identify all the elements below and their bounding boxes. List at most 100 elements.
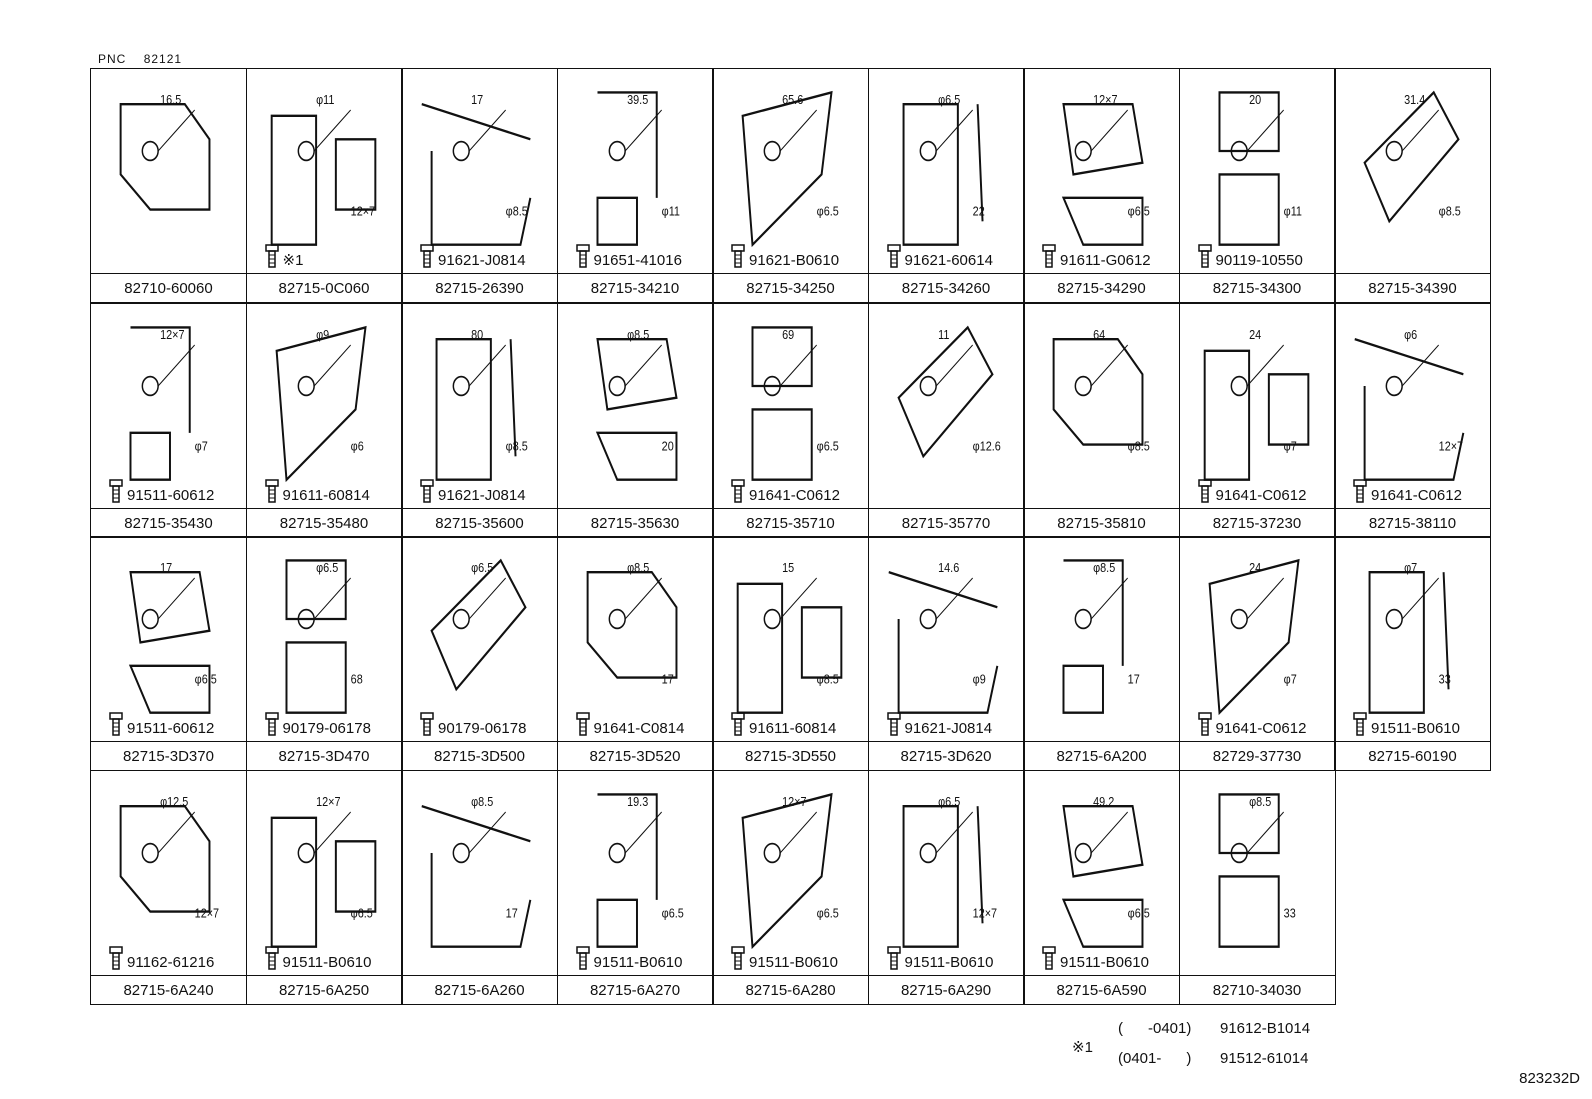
bolt-callout: 91641-C0612	[1351, 479, 1462, 503]
bolt-icon	[109, 712, 123, 736]
bolt-part-number: 91511-B0610	[1060, 954, 1149, 971]
dimension-label: φ6.5	[817, 204, 839, 219]
bracket-outline	[1061, 804, 1144, 948]
part-drawing: 16.5	[119, 92, 211, 211]
dimension-label: 33	[1439, 672, 1451, 687]
bracket-outline	[285, 559, 347, 714]
mount-hole	[1074, 140, 1092, 162]
bolt-icon	[1353, 479, 1367, 503]
footnote-marker: ※1	[1072, 1039, 1093, 1056]
part-number: 82715-3D370	[91, 741, 246, 770]
leader-line	[624, 577, 662, 620]
bolt-part-number: 91641-C0612	[1215, 720, 1307, 737]
bolt-callout: 91621-J0814	[418, 479, 526, 503]
dimension-label: φ9	[972, 672, 985, 687]
dimension-label: 20	[1249, 92, 1261, 107]
dimension-label: φ6.5	[661, 906, 683, 921]
dimension-label: 80	[471, 327, 483, 342]
mount-hole	[1385, 608, 1403, 630]
mount-hole	[763, 375, 781, 397]
bolt-callout: 91641-C0612	[1196, 479, 1306, 503]
bolt-callout: 90119-10550	[1196, 244, 1303, 268]
bolt-icon	[1042, 946, 1056, 970]
bracket-outline	[1061, 102, 1144, 246]
part-drawing: 12×7φ6.5	[270, 794, 376, 948]
dimension-label: 24	[1249, 560, 1261, 575]
bracket-outline	[275, 325, 367, 483]
mount-hole	[452, 842, 470, 864]
dimension-label: φ8.5	[1249, 794, 1271, 809]
dimension-label: φ7	[1283, 439, 1296, 454]
dimension-label: 49.2	[1093, 794, 1114, 809]
part-drawing: 12×7φ6.5	[1061, 92, 1150, 246]
mount-hole	[608, 608, 626, 630]
bolt-callout: 91511-B0610	[729, 946, 838, 970]
part-drawing: 19.3φ6.5	[596, 793, 684, 948]
bracket-outline	[1368, 570, 1450, 714]
leader-line	[624, 344, 662, 387]
pnc-label: PNC 82121	[98, 52, 182, 66]
dimension-label: φ8.5	[627, 560, 649, 575]
dimension-label: φ8.5	[471, 794, 493, 809]
bolt-part-number: 91621-60614	[904, 252, 993, 269]
bolt-callout: 91511-B0610	[1040, 946, 1149, 970]
bracket-outline	[421, 103, 532, 246]
bolt-part-number: 91611-G0612	[1060, 252, 1151, 269]
dimension-label: 69	[782, 327, 794, 342]
bracket-outline	[1052, 337, 1144, 446]
dimension-label: 39.5	[627, 92, 648, 107]
leader-line	[1090, 577, 1129, 620]
bracket-outline	[1218, 91, 1280, 246]
part-number: 82715-6A590	[1024, 975, 1179, 1004]
leader-line	[468, 811, 507, 854]
part-number: 82715-35630	[557, 508, 713, 537]
bolt-icon	[420, 712, 434, 736]
part-number: 82715-35770	[868, 508, 1024, 537]
part-drawing: φ6.512×7	[902, 794, 997, 948]
bracket-outline	[270, 816, 376, 948]
bolt-callout: 91641-C0612	[729, 479, 840, 503]
mount-hole	[608, 375, 626, 397]
bolt-callout: 91621-60614	[885, 244, 993, 268]
dimension-label: 16.5	[160, 92, 181, 107]
leader-line	[1401, 109, 1440, 152]
bracket-outline	[902, 102, 984, 246]
part-number: 82715-35480	[246, 508, 402, 537]
mount-hole	[141, 140, 159, 162]
bolt-icon	[886, 946, 901, 970]
dimension-label: φ6.5	[316, 560, 338, 575]
leader-line	[935, 344, 973, 387]
leader-line	[935, 811, 973, 854]
mount-hole	[297, 375, 315, 397]
dimension-label: φ6.5	[938, 794, 960, 809]
bolt-callout: ※1	[263, 244, 303, 268]
bolt-part-number: 91611-60814	[749, 720, 837, 737]
bolt-icon	[420, 244, 434, 268]
dimension-label: φ9	[316, 327, 329, 342]
dimension-label: 68	[350, 672, 362, 687]
part-number: 82715-35600	[402, 508, 557, 537]
bracket-outline	[741, 90, 833, 248]
bracket-outline	[1363, 90, 1460, 224]
bolt-part-number: 90179-06178	[438, 720, 527, 737]
bracket-outline	[741, 792, 833, 950]
bolt-part-number: 91621-J0814	[438, 487, 526, 504]
mount-hole	[763, 842, 781, 864]
